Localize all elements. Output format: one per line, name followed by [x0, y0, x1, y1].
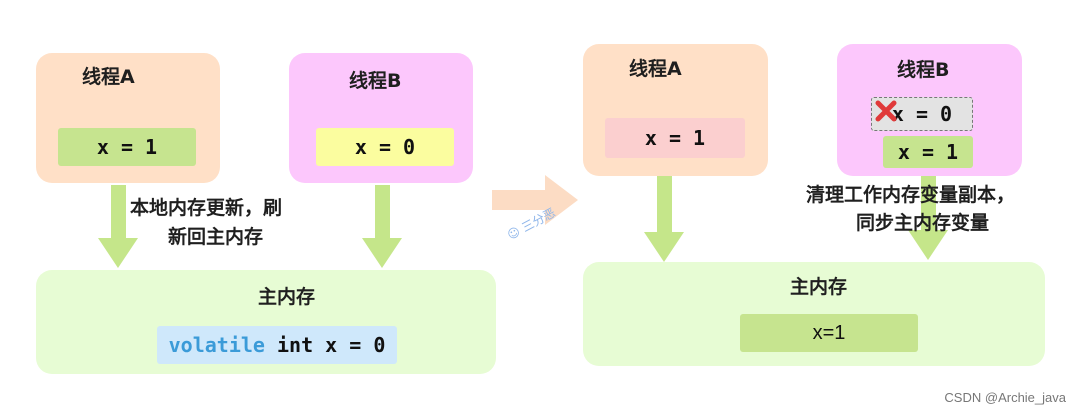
left-thread-b-title: 线程B — [349, 70, 402, 92]
right-thread-a-title: 线程A — [629, 58, 682, 80]
right-thread-a-value: x = 1 — [605, 118, 745, 158]
arrow-main-to-thread-a — [644, 176, 684, 262]
right-main-memory-value: x=1 — [740, 314, 918, 352]
transition-arrow — [492, 175, 578, 225]
cross-icon — [875, 100, 897, 122]
left-thread-a-title: 线程A — [82, 66, 135, 88]
right-caption-line1: 清理工作内存变量副本， — [806, 184, 1016, 206]
credit-text: CSDN @Archie_java — [944, 390, 1066, 405]
arrow-thread-b-to-main — [362, 185, 402, 268]
left-caption-line2: 新回主内存 — [168, 226, 264, 248]
left-main-memory-code: volatile int x = 0 — [157, 326, 397, 364]
right-caption-line2: 同步主内存变量 — [856, 212, 990, 234]
right-thread-b-stale-value: x = 0 — [871, 97, 973, 131]
code-keyword-volatile: volatile — [168, 333, 265, 357]
right-thread-b-new-value: x = 1 — [883, 136, 973, 168]
right-main-memory-title: 主内存 — [790, 276, 848, 298]
left-caption-line1: 本地内存更新，刷 — [130, 197, 283, 219]
code-declaration: int x = 0 — [264, 333, 386, 357]
left-thread-a-value: x = 1 — [58, 128, 196, 166]
arrow-thread-a-to-main — [98, 185, 138, 268]
left-thread-b-value: x = 0 — [316, 128, 454, 166]
right-thread-b-title: 线程B — [897, 59, 950, 81]
left-main-memory-title: 主内存 — [258, 286, 316, 308]
arrow-main-to-thread-b — [908, 176, 948, 260]
